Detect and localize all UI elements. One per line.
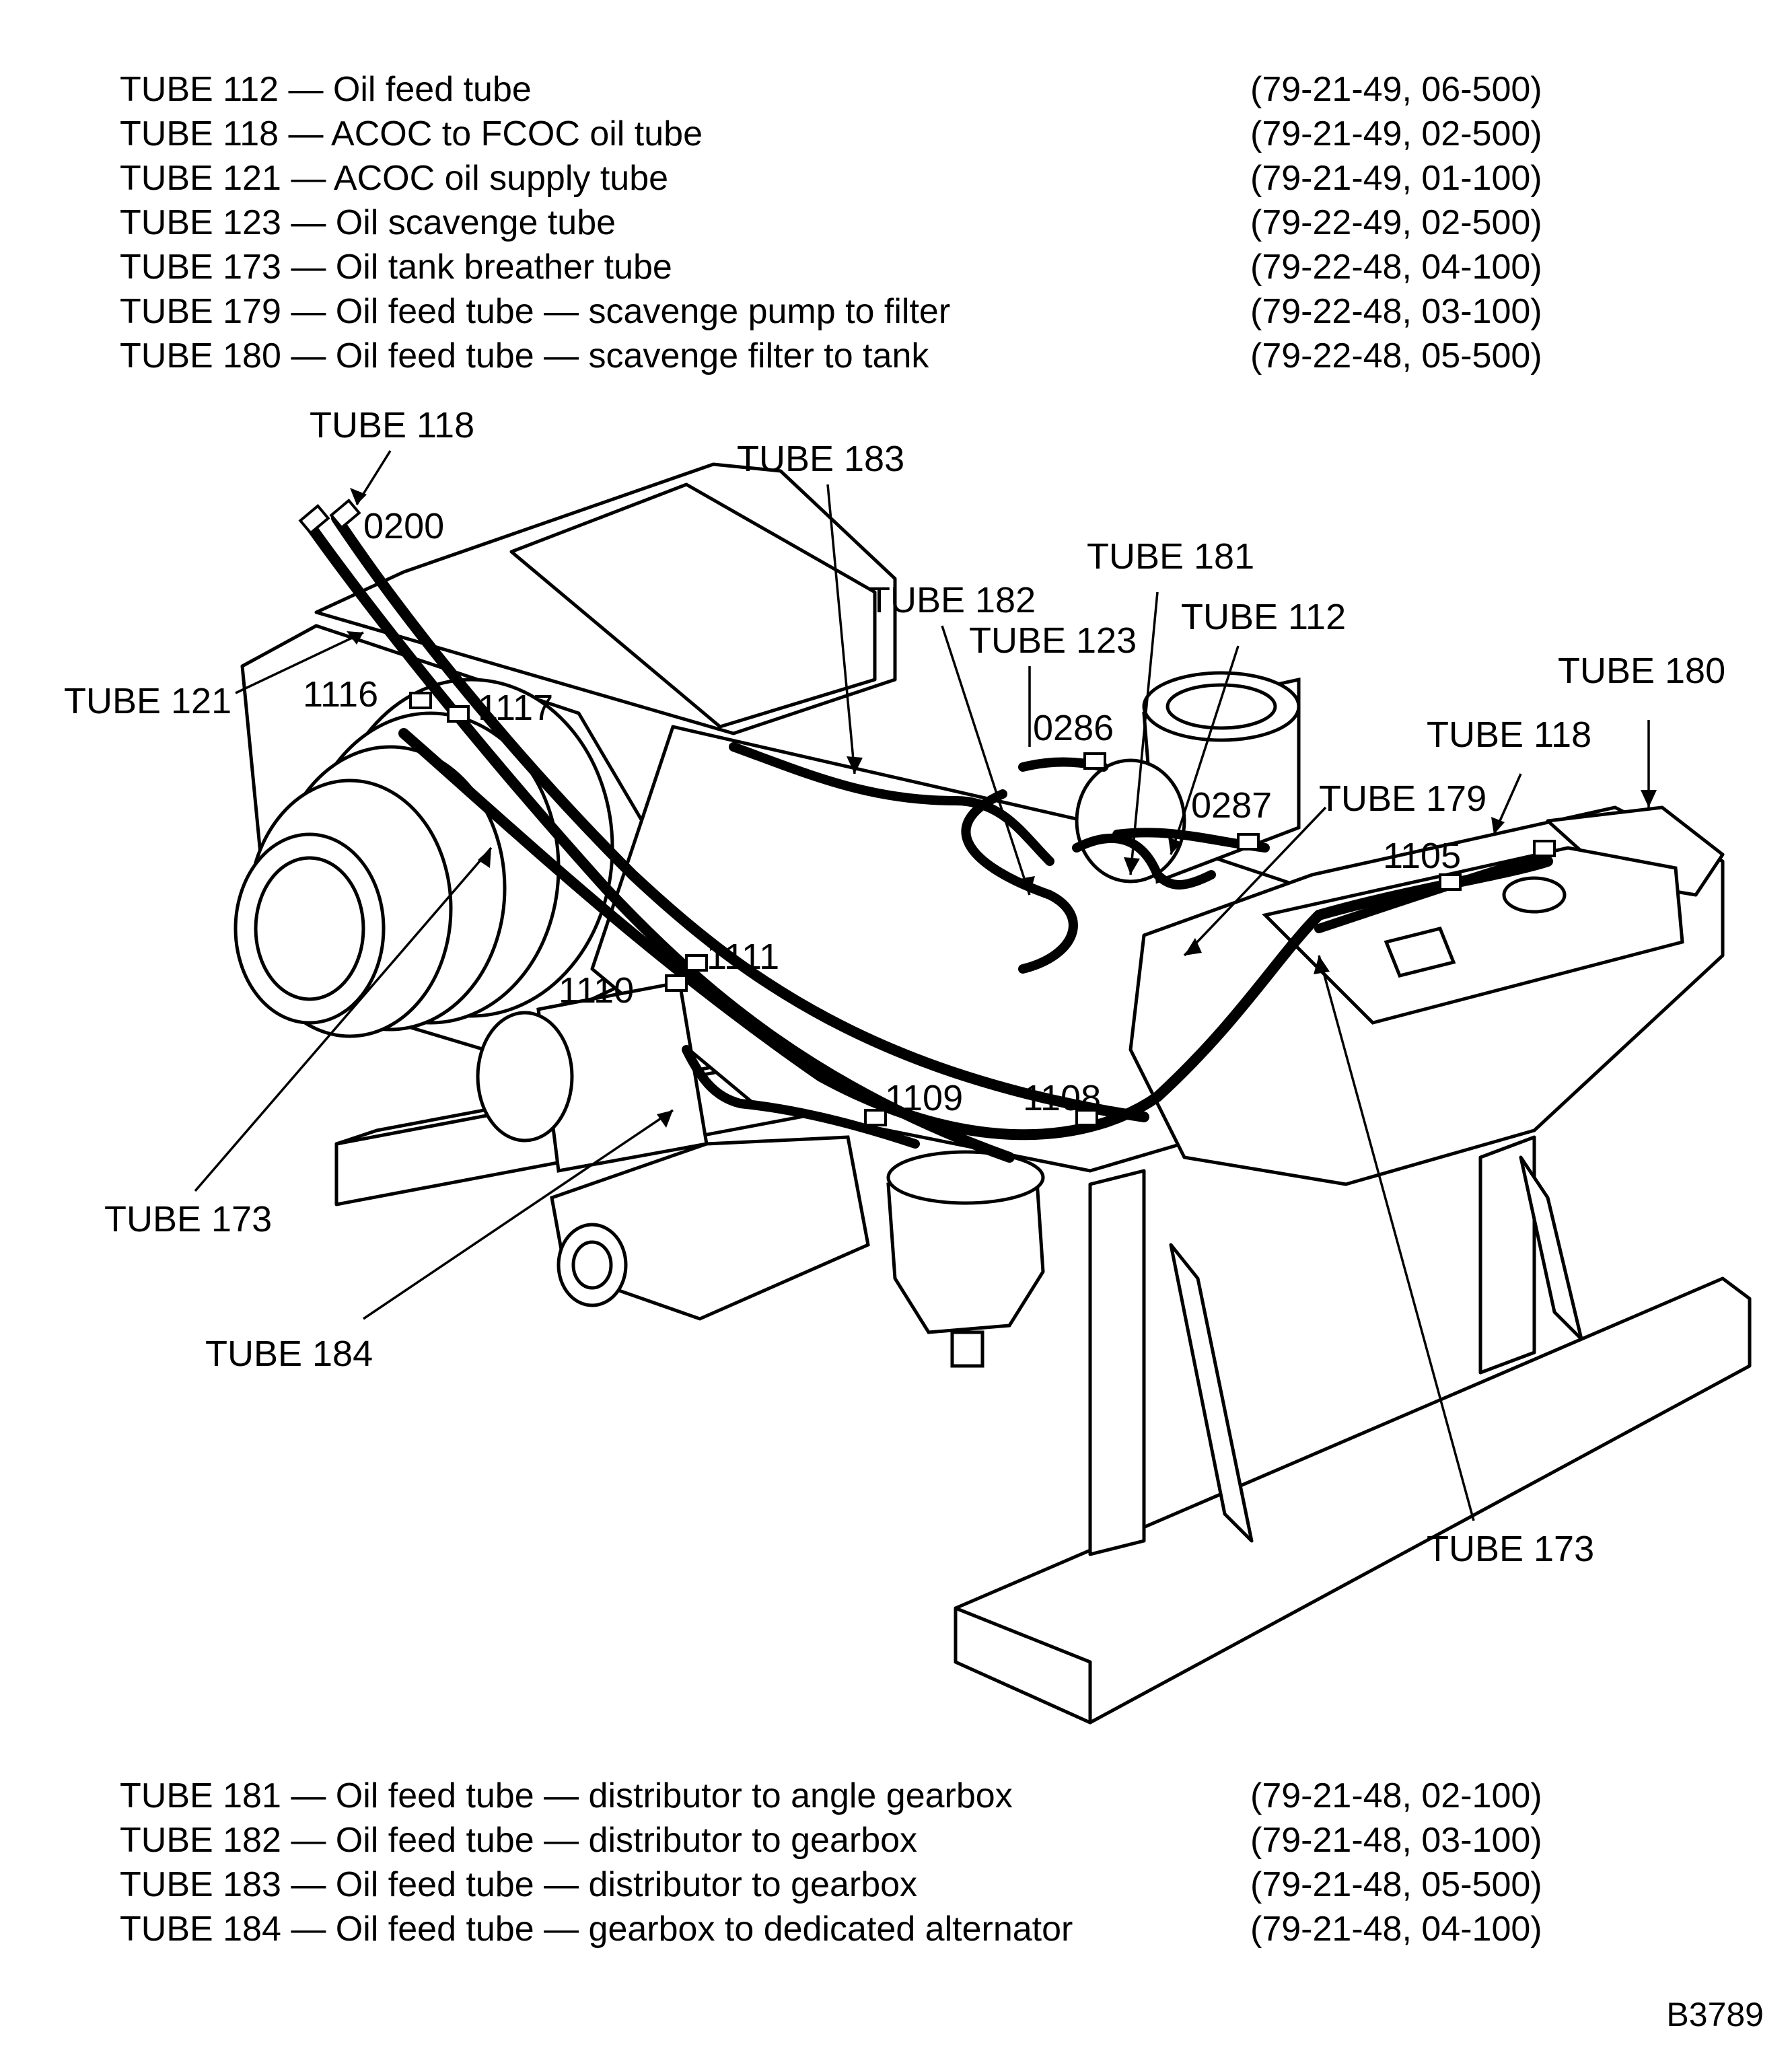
callout-tube-173: TUBE 173 — [104, 1199, 272, 1239]
callout-1108: 1108 — [1023, 1078, 1101, 1118]
callout-tube-123: TUBE 123 — [969, 620, 1137, 661]
legend-description: TUBE 179 — Oil feed tube — scavenge pump… — [120, 292, 951, 331]
legend-description: TUBE 180 — Oil feed tube — scavenge filt… — [120, 336, 929, 375]
legend-reference: (79-21-49, 02-500) — [1250, 114, 1542, 153]
legend-row: TUBE 183 — Oil feed tube — distributor t… — [120, 1863, 1627, 1907]
callout-1117: 1117 — [478, 688, 553, 728]
callout-1109: 1109 — [885, 1078, 963, 1118]
figure-number: B3789 — [1666, 1996, 1764, 2033]
legend-description: TUBE 112 — Oil feed tube — [120, 70, 532, 109]
oil-tank — [1262, 846, 1684, 1025]
callout-tube-121: TUBE 121 — [64, 681, 231, 721]
legend-description: TUBE 184 — Oil feed tube — gearbox to de… — [120, 1910, 1073, 1949]
callout-1110: 1110 — [559, 970, 634, 1011]
callout-tube-173: TUBE 173 — [1427, 1529, 1594, 1569]
legend-reference: (79-21-48, 02-100) — [1250, 1776, 1542, 1815]
legend-row: TUBE 182 — Oil feed tube — distributor t… — [120, 1818, 1627, 1863]
callout-tube-183: TUBE 183 — [737, 439, 904, 479]
tube-connectors — [298, 499, 1556, 1126]
legend-reference: (79-21-49, 01-100) — [1250, 159, 1542, 198]
callout-tube-184: TUBE 184 — [205, 1334, 373, 1374]
legend-description: TUBE 182 — Oil feed tube — distributor t… — [120, 1821, 918, 1860]
legend-reference: (79-22-48, 04-100) — [1250, 248, 1542, 287]
accessory-gearbox — [476, 980, 870, 1321]
callout-tube-112: TUBE 112 — [1181, 597, 1346, 637]
oil-filter-housing — [886, 1150, 1045, 1368]
legend-row: TUBE 180 — Oil feed tube — scavenge filt… — [120, 334, 1627, 378]
leader-arrowheads — [347, 488, 1657, 1128]
tube-183-path — [729, 742, 1054, 866]
callout-tube-118: TUBE 118 — [1427, 715, 1591, 755]
legend-description: TUBE 123 — Oil scavenge tube — [120, 203, 616, 242]
legend-description: TUBE 118 — ACOC to FCOC oil tube — [120, 114, 703, 153]
tube-118-path — [331, 513, 1149, 1122]
legend-row: TUBE 181 — Oil feed tube — distributor t… — [120, 1774, 1627, 1818]
legend-row: TUBE 184 — Oil feed tube — gearbox to de… — [120, 1907, 1627, 1951]
callout-tube-179: TUBE 179 — [1319, 779, 1486, 819]
legend-reference: (79-21-49, 06-500) — [1250, 70, 1542, 109]
legend-row: TUBE 112 — Oil feed tube (79-21-49, 06-50… — [120, 67, 1627, 112]
tube-182-path — [961, 789, 1078, 974]
legend-row: TUBE 123 — Oil scavenge tube (79-22-49, 0… — [120, 201, 1627, 245]
legend-row: TUBE 121 — ACOC oil supply tube (79-21-49… — [120, 156, 1627, 201]
engine-oil-tube-diagram: TUBE 118 0200 TUBE 121 1116 1117 TUBE 18… — [64, 405, 1752, 1725]
callout-0200: 0200 — [363, 506, 444, 546]
oil-tubes — [304, 513, 1553, 1163]
leader-lines — [194, 450, 1650, 1521]
legend-row: TUBE 173 — Oil tank breather tube (79-22-… — [120, 245, 1627, 289]
callout-1116: 1116 — [303, 674, 378, 715]
callout-0287: 0287 — [1191, 785, 1272, 826]
legend-bottom: TUBE 181 — Oil feed tube — distributor t… — [120, 1774, 1627, 1951]
front-pulley — [234, 678, 614, 1038]
tube-181-path — [1072, 833, 1216, 890]
callout-1111: 1111 — [707, 937, 779, 977]
legend-row: TUBE 179 — Oil feed tube — scavenge pump… — [120, 289, 1627, 334]
legend-reference: (79-21-48, 04-100) — [1250, 1910, 1542, 1949]
legend-top: TUBE 112 — Oil feed tube (79-21-49, 06-50… — [120, 67, 1627, 378]
legend-reference: (79-22-48, 05-500) — [1250, 336, 1542, 375]
callout-labels: TUBE 118 0200 TUBE 121 1116 1117 TUBE 18… — [64, 405, 1725, 1569]
callout-tube-182: TUBE 182 — [868, 580, 1036, 620]
callout-tube-118: TUBE 118 — [310, 405, 474, 445]
callout-tube-180: TUBE 180 — [1558, 651, 1725, 691]
legend-reference: (79-21-48, 03-100) — [1250, 1821, 1542, 1860]
legend-description: TUBE 181 — Oil feed tube — distributor t… — [120, 1776, 1013, 1815]
legend-description: TUBE 173 — Oil tank breather tube — [120, 248, 672, 287]
tube-180-path — [1314, 850, 1552, 933]
callout-tube-181: TUBE 181 — [1087, 536, 1254, 577]
legend-reference: (79-21-48, 05-500) — [1250, 1865, 1542, 1904]
legend-description: TUBE 183 — Oil feed tube — distributor t… — [120, 1865, 918, 1904]
callout-0286: 0286 — [1033, 708, 1114, 748]
tube-121-path — [304, 519, 1015, 1163]
legend-reference: (79-22-48, 03-100) — [1250, 292, 1542, 331]
tube-184-path — [682, 1045, 920, 1149]
callout-1105: 1105 — [1383, 836, 1461, 876]
legend-row: TUBE 118 — ACOC to FCOC oil tube (79-21-4… — [120, 112, 1627, 156]
legend-reference: (79-22-49, 02-500) — [1250, 203, 1542, 242]
legend-description: TUBE 121 — ACOC oil supply tube — [120, 159, 669, 198]
